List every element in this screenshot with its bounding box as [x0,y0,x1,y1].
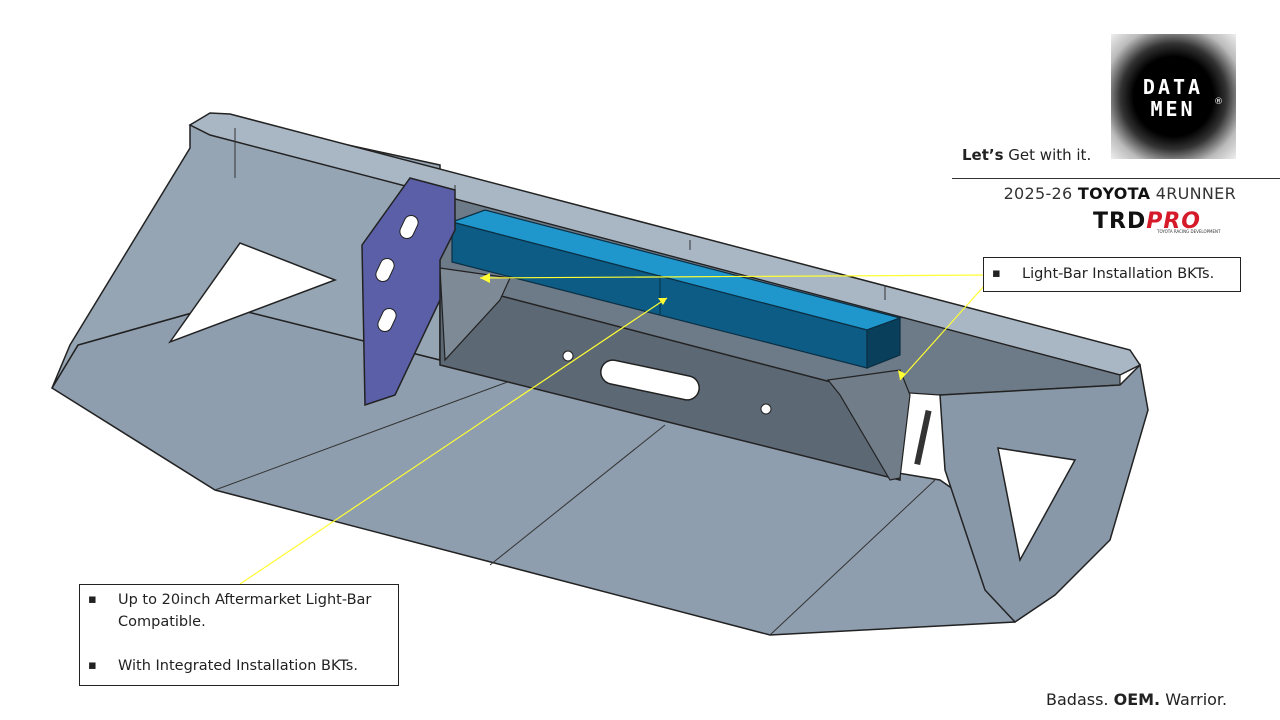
left-wing-cutout [167,242,338,344]
trd-subtitle: TOYOTA RACING DEVELOPMENT [1157,229,1221,234]
right-wing-cutout [997,447,1077,563]
leader-line-right-bracket [899,284,986,381]
right-bracket [826,369,911,481]
tagline: Let’s Get with it. [962,146,1092,164]
callout-item: Up to 20inch Aftermarket Light-Bar Compa… [80,589,398,633]
mounting-plate [361,177,456,407]
datamen-logo: DATA MEN ® [1111,34,1236,159]
registered-mark: ® [1214,97,1223,107]
trd-text: TRD [1093,209,1147,234]
winch-slot [600,359,700,401]
callout-item: Light-Bar Installation BKTs. [984,258,1240,290]
pro-text: PRO [1146,209,1201,234]
left-bracket [439,267,511,362]
leader-line-left-bracket [479,274,991,279]
vehicle-title: 2025-26 TOYOTA 4RUNNER [1003,184,1236,203]
header-divider [952,178,1280,179]
light-bar-end [866,317,901,369]
callout-item: With Integrated Installation BKTs. [80,655,398,677]
logo-text: DATA MEN [1142,75,1204,121]
callout-brackets: Light-Bar Installation BKTs. [983,257,1241,292]
leader-line-light-bar [239,297,668,585]
callout-light-bar: Up to 20inch Aftermarket Light-Bar Compa… [79,584,399,686]
trd-pro-logo: TRDPRO TOYOTA RACING DEVELOPMENT [1093,209,1220,234]
footer-slogan: Badass. OEM. Warrior. [1046,690,1228,709]
